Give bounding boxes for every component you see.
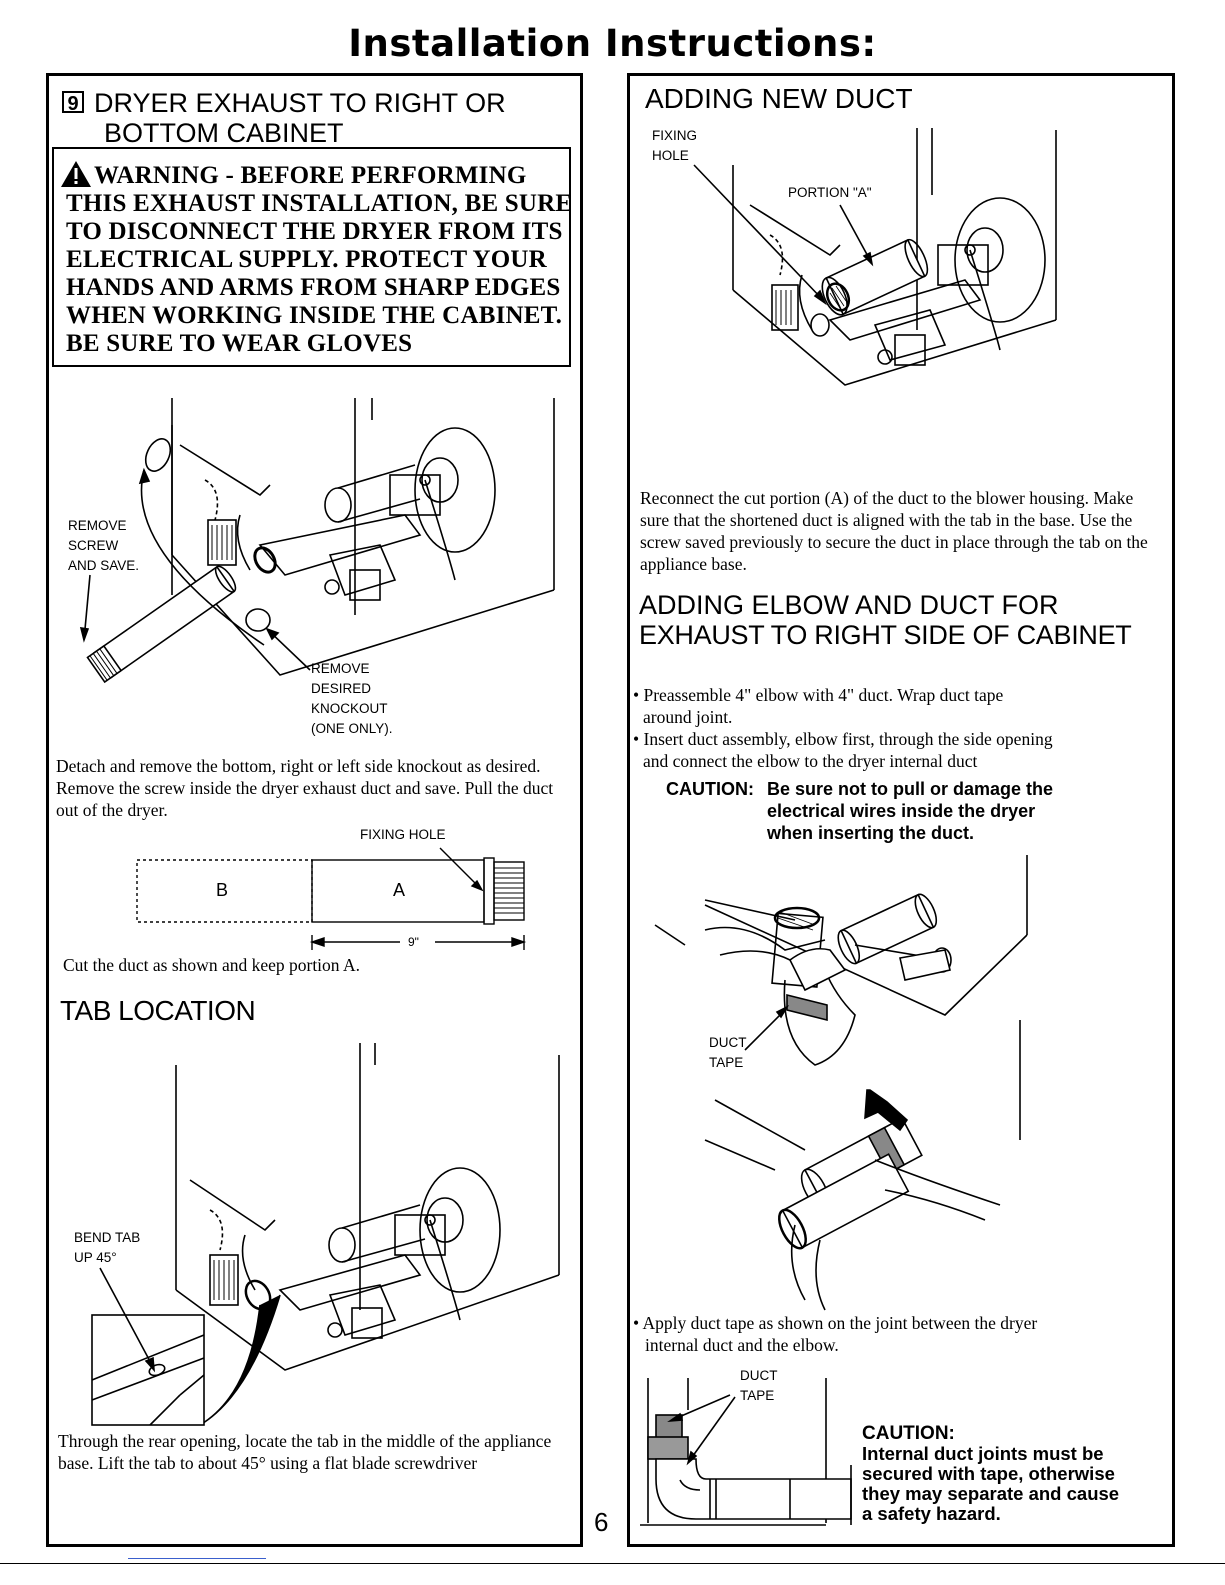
warning-line-5: HANDS AND ARMS FROM SHARP EDGES (66, 274, 561, 301)
caution-1-line1: Be sure not to pull or damage the (767, 779, 1054, 799)
reconnect-paragraph: Reconnect the cut portion (A) of the duc… (640, 488, 1148, 574)
tab-location-heading: TAB LOCATION (60, 995, 256, 1026)
fixing-hole-label: FIXING HOLE (652, 126, 697, 166)
duct-tape-label-2-line2: TAPE (740, 1388, 775, 1403)
duct-tape-label-2: DUCT TAPE (740, 1366, 778, 1406)
section-title-line1: DRYER EXHAUST TO RIGHT OR (94, 88, 506, 118)
detach-paragraph: Detach and remove the bottom, right or l… (56, 756, 554, 820)
duct-tape-label-2-line1: DUCT (740, 1368, 778, 1383)
caution-2-text: Internal duct joints must be secured wit… (862, 1444, 1119, 1524)
warning-triangle-icon (61, 161, 91, 187)
remove-screw-label: REMOVE SCREW AND SAVE. (68, 516, 139, 576)
caution-1-line2: electrical wires inside the dryer (767, 801, 1036, 821)
bullet-preassemble-line2: around joint. (643, 707, 733, 727)
cut-paragraph: Cut the duct as shown and keep portion A… (63, 955, 360, 975)
duct-removal-illustration (79, 398, 555, 684)
remove-knockout-line3: KNOCKOUT (311, 701, 388, 716)
warning-line-6: WHEN WORKING INSIDE THE CABINET. (66, 302, 563, 329)
fixing-hole-line2: HOLE (652, 148, 689, 163)
bend-tab-line2: UP 45° (74, 1250, 117, 1265)
warning-line-3: TO DISCONNECT THE DRYER FROM ITS (66, 218, 563, 245)
page-title: Installation Instructions: (348, 22, 877, 65)
new-duct-illustration (693, 128, 1057, 386)
duct-tape-label-1: DUCT TAPE (709, 1033, 747, 1073)
tab-paragraph: Through the rear opening, locate the tab… (58, 1431, 552, 1473)
section-number: 9 (62, 91, 84, 115)
caution-2-line2: secured with tape, otherwise (862, 1463, 1115, 1484)
remove-screw-line2: SCREW (68, 538, 119, 553)
bullet-apply-tape-line2: internal duct and the elbow. (645, 1335, 839, 1355)
bullet-insert-line1: • Insert duct assembly, elbow first, thr… (633, 729, 1053, 749)
bottom-link-underline (128, 1558, 266, 1559)
bullet-insert: • Insert duct assembly, elbow first, thr… (633, 728, 1053, 772)
duct-section-b: B (216, 880, 229, 900)
duct-fixing-hole-label: FIXING HOLE (360, 827, 446, 842)
bullet-preassemble: • Preassemble 4" elbow with 4" duct. Wra… (633, 684, 1003, 728)
caution-2-label: CAUTION: (862, 1423, 955, 1444)
warning-line-1: WARNING - BEFORE PERFORMING (94, 162, 527, 189)
portion-a-label: PORTION "A" (788, 185, 872, 200)
remove-knockout-line2: DESIRED (311, 681, 372, 696)
fixing-hole-line1: FIXING (652, 128, 698, 143)
bullet-apply-tape: • Apply duct tape as shown on the joint … (633, 1312, 1037, 1356)
section-title-line2: BOTTOM CABINET (104, 118, 344, 148)
warning-line-4: ELECTRICAL SUPPLY. PROTECT YOUR (66, 246, 547, 273)
warning-line-7: BE SURE TO WEAR GLOVES (66, 330, 413, 357)
remove-knockout-line1: REMOVE (311, 661, 370, 676)
bend-tab-line1: BEND TAB (74, 1230, 141, 1245)
duct-dimension: 9" (408, 935, 419, 949)
duct-tape-label-1-line1: DUCT (709, 1035, 747, 1050)
duct-cut-diagram (136, 847, 527, 950)
remove-knockout-line4: (ONE ONLY). (311, 721, 393, 736)
right-column (627, 73, 1175, 1547)
elbow-insertion-illustration (654, 855, 1028, 1311)
bottom-rule (0, 1563, 1225, 1564)
elbow-heading-line1: ADDING ELBOW AND DUCT FOR (639, 590, 1059, 620)
adding-new-duct-heading: ADDING NEW DUCT (645, 83, 913, 114)
caution-1-line3: when inserting the duct. (767, 823, 975, 843)
remove-screw-line3: AND SAVE. (68, 558, 140, 573)
caution-1-label: CAUTION: (666, 779, 754, 799)
bullet-apply-tape-line1: • Apply duct tape as shown on the joint … (633, 1313, 1038, 1333)
caution-2-line3: they may separate and cause (862, 1483, 1120, 1504)
caution-2-line4: a safety hazard. (862, 1503, 1001, 1524)
duct-tape-label-1-line2: TAPE (709, 1055, 744, 1070)
bend-tab-label: BEND TAB UP 45° (74, 1228, 140, 1268)
bullet-insert-line2: and connect the elbow to the dryer inter… (643, 751, 978, 771)
bullet-preassemble-line1: • Preassemble 4" elbow with 4" duct. Wra… (633, 685, 1004, 705)
remove-knockout-label: REMOVE DESIRED KNOCKOUT (ONE ONLY). (311, 659, 393, 739)
warning-line-2: THIS EXHAUST INSTALLATION, BE SURE (66, 190, 573, 217)
section-heading: 9 DRYER EXHAUST TO RIGHT OR (62, 88, 506, 118)
tab-location-illustration (91, 1043, 560, 1426)
remove-screw-line1: REMOVE (68, 518, 127, 533)
taped-elbow-illustration (640, 1378, 852, 1526)
left-column (46, 73, 583, 1547)
elbow-heading-line2: EXHAUST TO RIGHT SIDE OF CABINET (639, 620, 1132, 650)
caution-2-line1: Internal duct joints must be (862, 1443, 1104, 1464)
page-number: 6 (594, 1507, 609, 1537)
duct-section-a: A (393, 880, 406, 900)
warning-box (52, 147, 571, 367)
